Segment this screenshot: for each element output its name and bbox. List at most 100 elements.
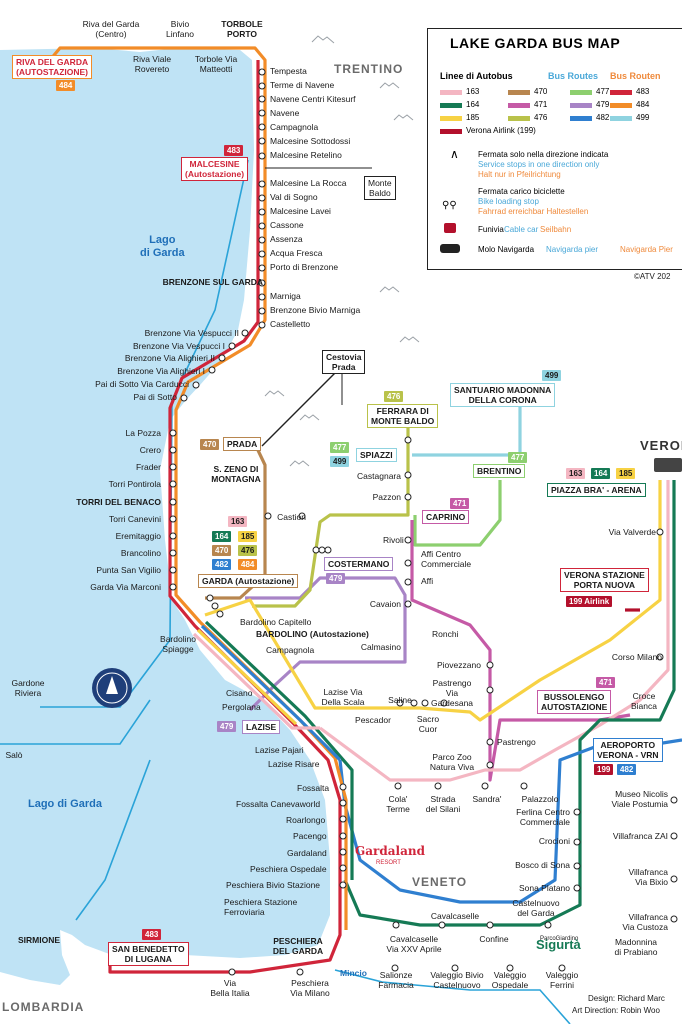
stop-label[interactable]: Peschiera Bivio Stazione [226, 880, 320, 890]
stop-label[interactable]: Brancolino [121, 548, 161, 558]
route-badge[interactable]: 483 [224, 145, 244, 156]
stop-label[interactable]: Cavaion [370, 599, 401, 609]
stop-label[interactable]: Campagnola [266, 645, 314, 655]
stop-label[interactable]: Fossalta [297, 783, 329, 793]
route-badge[interactable]: 185 [238, 531, 258, 542]
stop-label[interactable]: Pescador [355, 715, 391, 725]
route-badge[interactable]: 199 [594, 764, 614, 775]
stop-label[interactable]: Lazise Risare [268, 759, 320, 769]
stop-label[interactable]: Torri Pontirola [109, 479, 161, 489]
stop-label[interactable]: Eremitaggio [116, 531, 161, 541]
route-badge[interactable]: 483 [142, 929, 162, 940]
terminal-costermano[interactable]: COSTERMANO [324, 557, 394, 571]
stop-label[interactable]: Navene Centri Kitesurf [270, 94, 356, 104]
stop-label[interactable]: Sona Platano [519, 883, 570, 893]
route-badge[interactable]: 477 [508, 452, 528, 463]
stop-label[interactable]: Porto di Brenzone [270, 262, 338, 272]
stop-label[interactable]: Pai di Sotto Via Carducci [95, 379, 189, 389]
terminal-piazza-bra[interactable]: PIAZZA BRA' - ARENA [547, 483, 646, 497]
stop-label[interactable]: Pacengo [293, 831, 327, 841]
stop-label[interactable]: Assenza [270, 234, 303, 244]
stop-label[interactable]: Tempesta [270, 66, 307, 76]
stop-label[interactable]: Torri Canevini [109, 514, 161, 524]
route-badge[interactable]: 499 [330, 456, 350, 467]
stop-label[interactable]: Frader [136, 462, 161, 472]
stop-label[interactable]: Castagnara [357, 471, 401, 481]
stop-label[interactable]: Palazzolo [522, 794, 559, 804]
stop-label[interactable]: Cassone [270, 220, 304, 230]
stop-label[interactable]: Campagnola [270, 122, 318, 132]
stop-label[interactable]: Affi [421, 576, 433, 586]
route-badge[interactable]: 164 [212, 531, 232, 542]
stop-label[interactable]: Ronchi [432, 629, 458, 639]
stop-label[interactable]: Malcesine Retelino [270, 150, 342, 160]
stop-label[interactable]: Riva del Garda(Centro) [83, 19, 140, 39]
stop-label[interactable]: Villafranca ZAI [613, 831, 668, 841]
stop-label[interactable]: Brenzone Via Alighieri I [117, 366, 205, 376]
route-badge[interactable]: 164 [591, 468, 611, 479]
route-badge[interactable]: 479 [326, 573, 346, 584]
terminal-spiazzi[interactable]: SPIAZZI [356, 448, 397, 462]
stop-label[interactable]: Pai di Sotto [134, 392, 177, 402]
terminal-riva[interactable]: RIVA DEL GARDA(AUTOSTAZIONE) [12, 55, 93, 79]
stop-label[interactable]: TORRI DEL BENACO [76, 497, 161, 507]
stop-label[interactable]: Lazise Pajari [255, 745, 304, 755]
stop-label[interactable]: Castelletto [270, 319, 310, 329]
stop-label[interactable]: SIRMIONE [18, 935, 60, 945]
terminal-caprino[interactable]: CAPRINO [422, 510, 470, 524]
stop-label[interactable]: Peschiera Ospedale [250, 864, 327, 874]
route-badge[interactable]: 479 [217, 721, 237, 732]
terminal-lazise[interactable]: LAZISE [242, 720, 281, 734]
route-badge[interactable]: 199 Airlink [566, 596, 613, 607]
stop-label[interactable]: Terme di Navene [270, 80, 334, 90]
stop-label[interactable]: Malcesine Lavei [270, 206, 331, 216]
route-badge[interactable]: 470 [200, 439, 220, 450]
stop-label[interactable]: Fossalta Canevaworld [236, 799, 320, 809]
route-badge[interactable]: 476 [384, 391, 404, 402]
stop-label[interactable]: Navene [270, 108, 299, 118]
route-badge[interactable]: 476 [238, 545, 258, 556]
stop-label[interactable]: Marniga [270, 291, 301, 301]
stop-label[interactable]: Bardolino Capitello [240, 617, 311, 627]
stop-label[interactable]: Garda Via Marconi [90, 582, 161, 592]
stop-label[interactable]: Piovezzano [437, 660, 481, 670]
route-badge[interactable]: 484 [238, 559, 258, 570]
stop-label[interactable]: BRENZONE SUL GARDA [163, 277, 263, 287]
stop-label[interactable]: Malcesine La Rocca [270, 178, 347, 188]
stop-label[interactable]: Castion [277, 512, 306, 522]
stop-label[interactable]: Pazzon [373, 492, 401, 502]
terminal-garda[interactable]: GARDA (Autostazione) [198, 574, 299, 588]
stop-label[interactable]: Brenzone Via Alighieri II [125, 353, 215, 363]
terminal-prada[interactable]: PRADA [223, 437, 262, 451]
stop-label[interactable]: Crero [140, 445, 161, 455]
stop-label[interactable]: Crocioni [539, 836, 570, 846]
stop-label[interactable]: Pastrengo [497, 737, 536, 747]
route-badge[interactable]: 163 [228, 516, 248, 527]
route-badge[interactable]: 477 [330, 442, 350, 453]
